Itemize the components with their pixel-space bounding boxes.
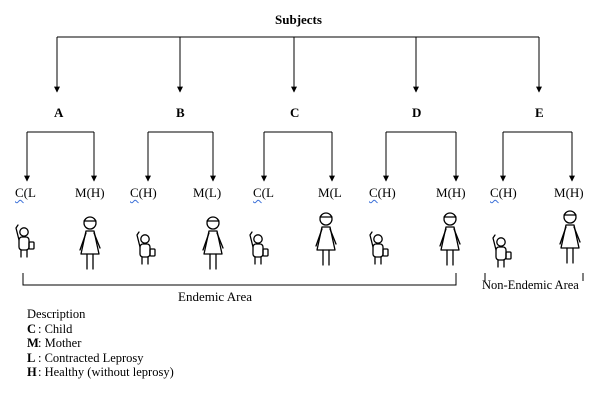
child-label-b: C(H)	[130, 185, 157, 200]
mother-label-c: M(L	[318, 185, 342, 200]
group-label-a: A	[54, 105, 64, 120]
mother-label-b: M(L)	[193, 185, 222, 200]
group-label-b: B	[176, 105, 185, 120]
child-label-a: C(L	[15, 185, 36, 200]
child-figure-icon	[249, 231, 269, 265]
legend-heading: Description	[27, 307, 86, 321]
child-label-d: C(H)	[369, 185, 396, 200]
legend: Description C: Child M: Mother L: Contra…	[27, 307, 174, 380]
legend-item-healthy: H: Healthy (without leprosy)	[27, 365, 174, 380]
legend-item-child: C: Child	[27, 321, 73, 336]
group-label-c: C	[290, 105, 300, 120]
endemic-area-bracket	[22, 273, 457, 286]
mother-figure-icon	[559, 210, 581, 264]
child-figure-icon	[492, 234, 512, 268]
endemic-area-label: Endemic Area	[178, 289, 252, 304]
child-label-c: C(L	[253, 185, 274, 200]
group-label-d: D	[412, 105, 422, 120]
mother-label-d: M(H)	[436, 185, 466, 200]
mother-figure-icon	[202, 216, 224, 270]
child-figure-icon	[369, 231, 389, 265]
group-label-e: E	[535, 105, 544, 120]
child-figure-icon	[15, 224, 35, 258]
legend-item-leprosy: L: Contracted Leprosy	[27, 350, 144, 365]
mother-figure-icon	[315, 212, 337, 266]
mother-label-a: M(H)	[75, 185, 105, 200]
mother-label-e: M(H)	[554, 185, 584, 200]
non-endemic-area-label: Non-Endemic Area	[482, 278, 579, 292]
mother-figure-icon	[439, 212, 461, 266]
legend-item-mother: M: Mother	[27, 336, 82, 351]
diagram-title: Subjects	[275, 12, 322, 27]
mother-figure-icon	[79, 216, 101, 270]
child-label-e: C(H)	[490, 185, 517, 200]
child-figure-icon	[136, 231, 156, 265]
